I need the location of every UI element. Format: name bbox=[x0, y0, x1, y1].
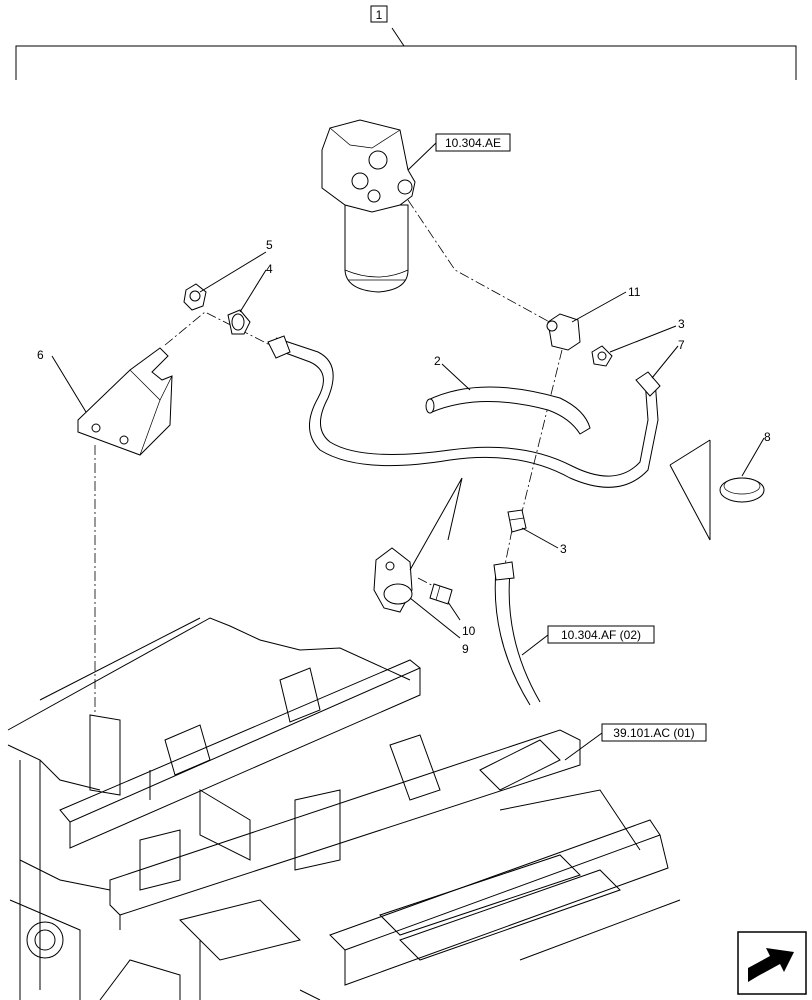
machine-frame bbox=[7, 617, 681, 1000]
callout-2[interactable]: 2 bbox=[434, 354, 441, 368]
callout-3-upper[interactable]: 3 bbox=[678, 317, 685, 331]
centerline-filter-tee bbox=[407, 199, 556, 326]
protective-sleeve bbox=[425, 386, 591, 435]
callout-10[interactable]: 10 bbox=[462, 624, 476, 638]
lower-fuel-line bbox=[493, 561, 541, 706]
clamp-ring bbox=[719, 477, 765, 503]
adapter-fitting bbox=[227, 309, 251, 335]
bleed-screw bbox=[183, 283, 207, 311]
ref-fuel-filter-label: 10.304.AE bbox=[445, 136, 501, 150]
mounting-bracket bbox=[77, 347, 173, 456]
callout-8[interactable]: 8 bbox=[764, 430, 771, 444]
navigation-arrow-icon[interactable] bbox=[737, 931, 807, 995]
tee-fitting bbox=[546, 313, 581, 351]
ref-fuel-line[interactable]: 10.304.AF (02) bbox=[521, 625, 655, 656]
connector-lower bbox=[507, 509, 527, 533]
ref-fuel-filter[interactable]: 10.304.AE bbox=[407, 133, 511, 171]
callout-7[interactable]: 7 bbox=[678, 338, 685, 352]
hose-clip bbox=[373, 547, 413, 613]
ref-frame[interactable]: 39.101.AC (01) bbox=[564, 723, 707, 761]
callout-9[interactable]: 9 bbox=[462, 642, 469, 656]
centerline-fittings bbox=[164, 311, 271, 346]
connector-upper bbox=[591, 345, 613, 367]
centerline-lower-fitting bbox=[504, 529, 513, 566]
callout-5[interactable]: 5 bbox=[266, 238, 273, 252]
callout-leaders bbox=[51, 251, 765, 639]
callout-4[interactable]: 4 bbox=[266, 262, 273, 276]
ref-frame-label: 39.101.AC (01) bbox=[613, 726, 694, 740]
assembly-bracket: 1 bbox=[15, 5, 797, 80]
fuel-hose bbox=[267, 335, 661, 488]
clip-bolt bbox=[429, 583, 453, 605]
centerline-tee-down bbox=[519, 349, 563, 521]
ref-fuel-line-label: 10.304.AF (02) bbox=[561, 628, 641, 642]
detail-wedge bbox=[409, 439, 711, 571]
callout-11[interactable]: 11 bbox=[628, 285, 641, 299]
assembly-number: 1 bbox=[376, 8, 383, 22]
callout-6[interactable]: 6 bbox=[37, 348, 44, 362]
fuel-filter bbox=[321, 119, 416, 293]
callout-3-lower[interactable]: 3 bbox=[560, 542, 567, 556]
